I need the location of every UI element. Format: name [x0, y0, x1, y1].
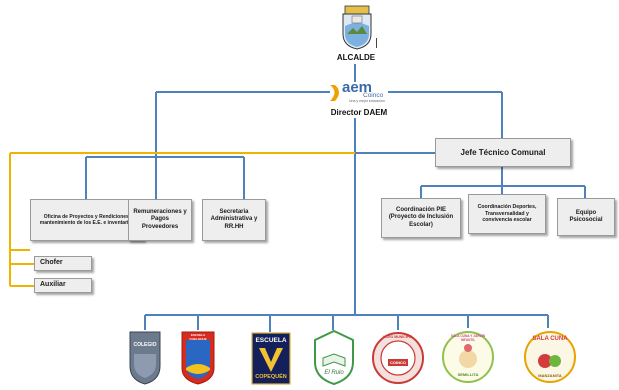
daem-logo-word: aem [342, 79, 373, 96]
box-chofer: Chofer [34, 256, 92, 271]
daem-logo-tagline: Una y mejor educación [349, 99, 385, 103]
sala-cuna-manzanita-logo: SALA CUNA MANZANITA [524, 328, 576, 385]
auxiliar-text: Auxiliar [40, 281, 66, 289]
sala-cuna-text: SALA CUNA [532, 336, 568, 342]
box-jefe-tecnico: Jefe Técnico Comunal [435, 138, 571, 167]
coordinacion-pie-text: Coordinación PIE (Proyecto de Inclusión … [388, 206, 454, 228]
colegio-text: COLEGIO [133, 342, 157, 348]
alcalde-label: ALCALDE [336, 53, 376, 62]
escuela-chillehue-logo: ESCUELA CHILLEHUE [180, 330, 216, 385]
oficina-proyectos-text: Oficina de Proyectos y Rendiciones, mant… [39, 213, 135, 226]
box-secretaria: Secretaria Administrativa y RR.HH [202, 199, 266, 241]
liceo-text: LICEO MUNICIPAL [382, 335, 414, 339]
coinco-crest-logo [339, 4, 375, 50]
crest-separator [376, 38, 377, 48]
sala-cuna-semillita-logo: SALA CUNA Y JARDÍN INFANTIL SEMILLITA [442, 328, 494, 385]
escuela-chillehue-text: ESCUELA CHILLEHUE [189, 333, 207, 341]
daem-logo-place: Coinco [363, 92, 384, 99]
el-rulo-logo: El Rulo [313, 329, 355, 386]
box-coordinacion-deportes: Coordinación Deportes, Transversalidad y… [468, 194, 546, 234]
equipo-psicosocial-text: Equipo Psicosocial [569, 209, 603, 224]
secretaria-text: Secretaria Administrativa y RR.HH [210, 208, 258, 230]
director-daem-label: Director DAEM [330, 108, 388, 117]
sala-cuna-jardin-text: SALA CUNA Y JARDÍN INFANTIL [450, 334, 486, 342]
box-equipo-psicosocial: Equipo Psicosocial [557, 198, 615, 236]
box-coordinacion-pie: Coordinación PIE (Proyecto de Inclusión … [381, 198, 461, 238]
liceo-coinco-logo: LICEO MUNICIPAL COINCO [372, 330, 424, 385]
daem-logo: aem Coinco Una y mejor educación [327, 79, 389, 104]
el-rulo-text: El Rulo [324, 370, 344, 376]
jefe-tecnico-text: Jefe Técnico Comunal [460, 147, 546, 157]
box-remuneraciones: Remuneraciones y Pagos Proveedores [128, 199, 192, 241]
colegio-logo: COLEGIO [128, 330, 162, 385]
chofer-text: Chofer [40, 259, 63, 267]
escuela-copequen-logo: ESCUELA COPEQUÉN [251, 332, 291, 385]
box-auxiliar: Auxiliar [34, 278, 92, 293]
coordinacion-deportes-text: Coordinación Deportes, Transversalidad y… [477, 204, 537, 224]
copequen-text: COPEQUÉN [255, 374, 287, 380]
box-oficina-proyectos: Oficina de Proyectos y Rendiciones, mant… [30, 199, 144, 241]
remuneraciones-text: Remuneraciones y Pagos Proveedores [133, 208, 187, 230]
semillita-text: SEMILLITA [457, 372, 479, 377]
escuela-text: ESCUELA [255, 337, 287, 344]
manzanita-text: MANZANITA [538, 373, 562, 378]
coinco-text: COINCO [390, 360, 406, 365]
